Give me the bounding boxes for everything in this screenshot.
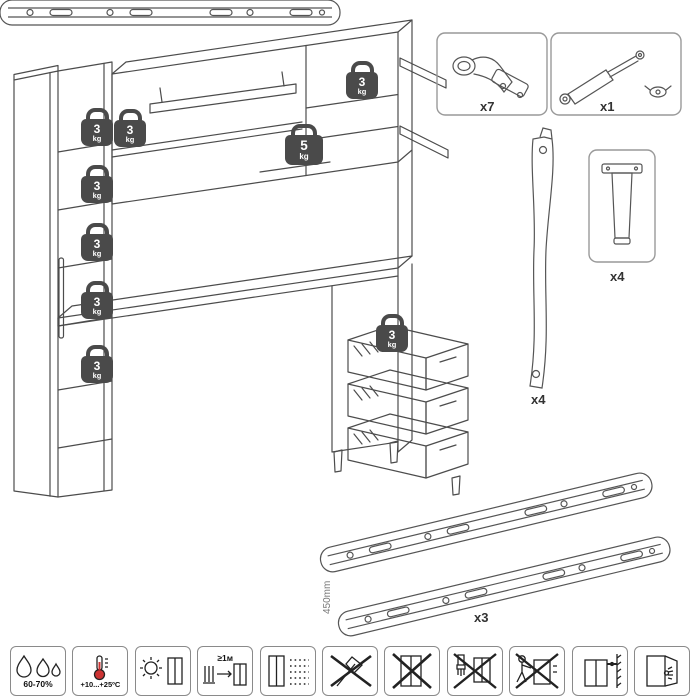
care-icon-strip: 60-70% +10...+25ºC ≥1м <box>10 646 690 696</box>
drawer <box>347 369 469 435</box>
wall-anchor-icon <box>583 654 621 688</box>
weight-handle-icon <box>85 165 109 179</box>
leg-count-label: x4 <box>610 269 625 284</box>
right-side-panel <box>397 149 413 453</box>
weight-unit: kg <box>92 306 102 316</box>
door-pinch-icon <box>646 655 678 687</box>
no-scratch-icon <box>392 653 433 689</box>
heat-distance-icon <box>203 663 247 686</box>
rail-length-label: 450mm <box>322 581 333 614</box>
no-scratch-care-box <box>384 646 441 696</box>
weight-value: 3 <box>388 327 396 342</box>
no-solvent-icon <box>452 653 497 689</box>
support-strip-drawing <box>529 127 554 389</box>
rail-count-label: x3 <box>474 610 488 625</box>
gas-strut-drawing <box>559 50 672 105</box>
weight-value: 3 <box>93 121 101 136</box>
ventilation-icon <box>267 655 309 687</box>
weight-handle-icon <box>350 61 374 75</box>
weight-value: 5 <box>300 138 308 154</box>
temperature-care-box: +10...+25ºC <box>72 646 129 696</box>
weight-handle-icon <box>85 281 109 295</box>
weight-value: 3 <box>93 358 101 373</box>
hinge-drawing <box>452 56 529 99</box>
no-drag-icon <box>515 653 559 689</box>
gas-strut-part-box <box>550 32 682 116</box>
humidity-icon <box>16 654 61 678</box>
weight-unit: kg <box>92 248 102 258</box>
weight-handle-icon <box>85 223 109 237</box>
no-impact-care-box <box>321 646 378 696</box>
drawer-pedestal <box>331 285 399 453</box>
drawer <box>347 413 469 479</box>
no-drag-care-box <box>509 646 566 696</box>
weight-unit: kg <box>92 370 102 380</box>
desk-top <box>57 255 413 327</box>
leg-part-box <box>588 149 656 263</box>
weight-value: 3 <box>358 74 366 89</box>
hinge-count-label: x7 <box>480 99 494 114</box>
humidity-care-box: 60-70% <box>10 646 66 696</box>
weight-unit: kg <box>92 190 102 200</box>
temperature-label: +10...+25ºC <box>80 679 121 689</box>
weight-unit: kg <box>299 151 309 161</box>
weight-value: 3 <box>93 294 101 309</box>
weight-value: 3 <box>93 236 101 251</box>
open-door-bottom <box>399 125 449 159</box>
sunlight-care-box <box>134 646 191 696</box>
temperature-icon <box>94 655 109 680</box>
hinge-part-box <box>436 32 548 116</box>
leg-drawing <box>601 163 643 245</box>
no-impact-icon <box>330 654 372 688</box>
weight-unit: kg <box>387 339 397 349</box>
sunlight-icon <box>139 657 183 685</box>
weight-handle-icon <box>291 124 317 138</box>
rail-drawing <box>0 0 341 26</box>
weight-handle-icon <box>118 109 142 123</box>
gas-strut-count-label: x1 <box>600 99 614 114</box>
strip-count-label: x4 <box>531 392 546 407</box>
feet <box>333 440 461 496</box>
weight-unit: kg <box>92 133 102 143</box>
heat-distance-label: ≥1м <box>217 652 234 663</box>
weight-value: 3 <box>93 178 101 193</box>
weight-handle-icon <box>85 345 109 359</box>
weight-value: 3 <box>126 122 134 137</box>
door-pinch-care-box <box>633 646 690 696</box>
weight-handle-icon <box>380 314 404 328</box>
heat-distance-care-box: ≥1м <box>197 646 254 696</box>
wall-anchor-care-box <box>571 646 628 696</box>
weight-unit: kg <box>125 134 135 144</box>
humidity-label: 60-70% <box>23 678 53 689</box>
no-solvent-care-box <box>446 646 503 696</box>
wardrobe <box>13 64 65 498</box>
weight-unit: kg <box>357 86 367 96</box>
open-door-top <box>399 57 447 89</box>
ventilation-care-box <box>259 646 316 696</box>
weight-handle-icon <box>85 108 109 122</box>
